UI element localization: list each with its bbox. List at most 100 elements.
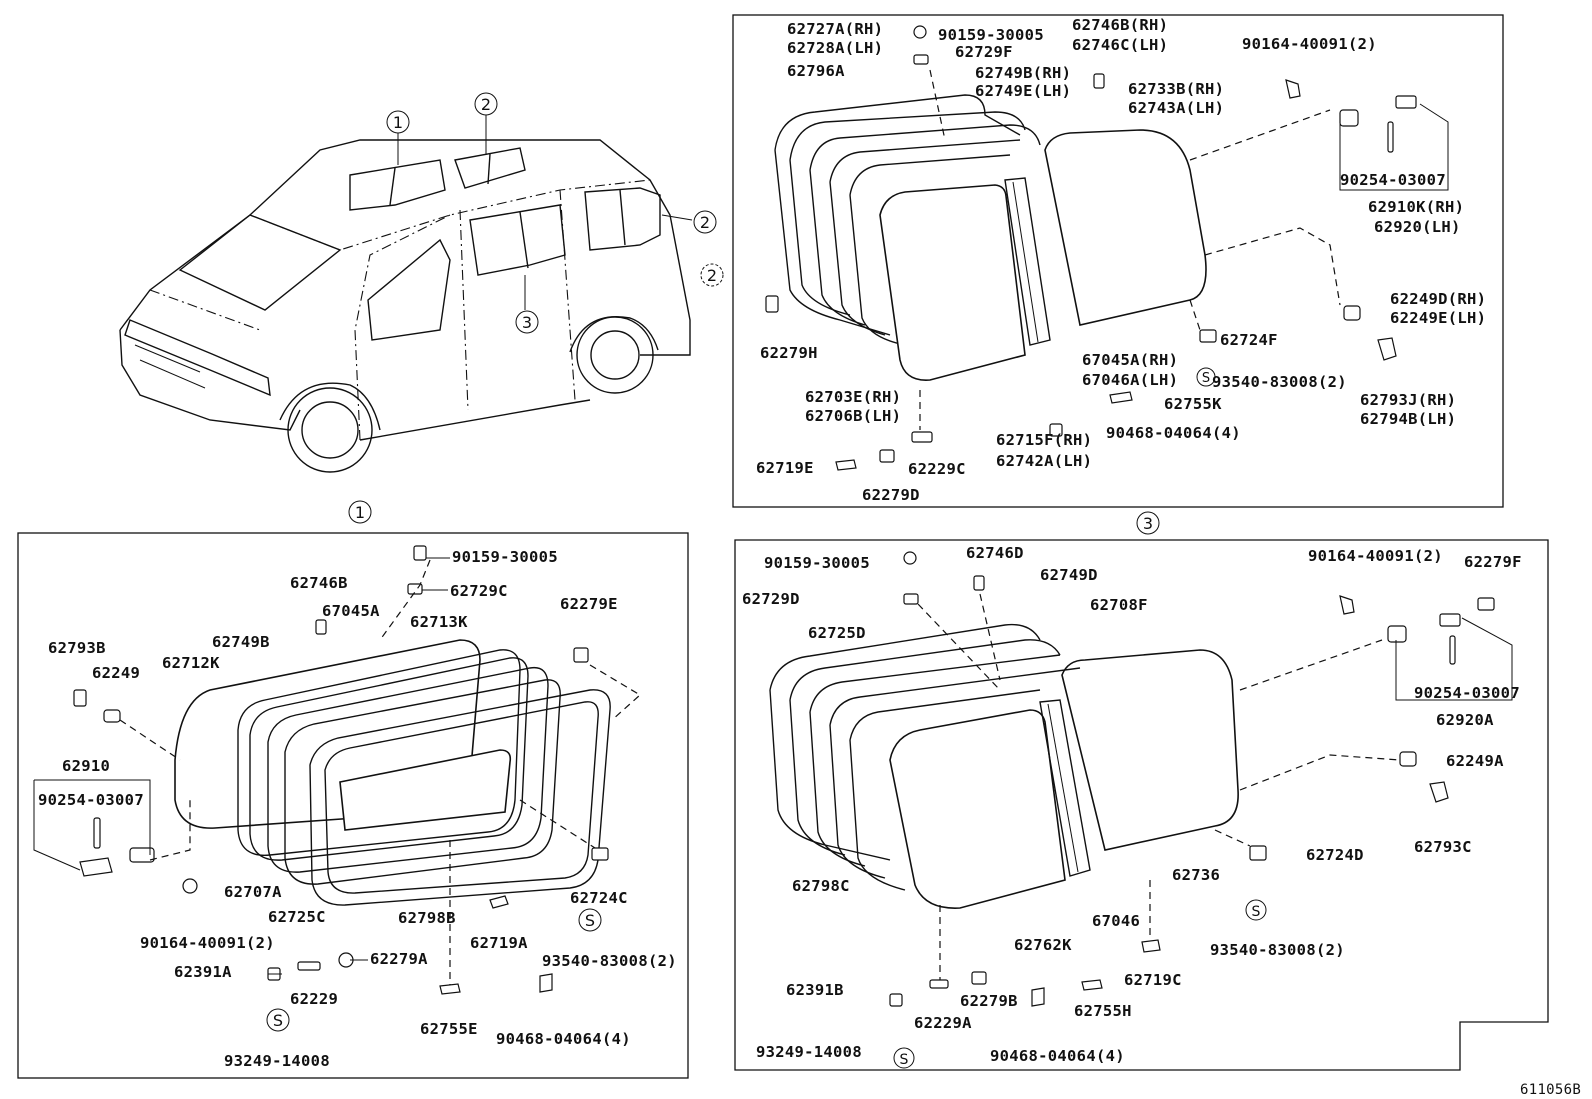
part-number-label: 90468-04064(4) xyxy=(496,1030,631,1048)
svg-text:1: 1 xyxy=(393,113,403,132)
svg-text:S: S xyxy=(1202,371,1210,386)
part-number-label: 62746D xyxy=(966,544,1024,562)
part-number-label: 62229 xyxy=(290,990,338,1008)
part-number-label: 62715F(RH) xyxy=(996,431,1092,449)
part-number-label: 62249A xyxy=(1446,752,1504,770)
part-number-label: 93249-14008 xyxy=(224,1052,330,1070)
part-number-label: 62727A(RH) xyxy=(787,20,883,38)
part-number-label: 62719C xyxy=(1124,971,1182,989)
figure-code: 611056B xyxy=(1520,1082,1581,1098)
part-number-label: 62742A(LH) xyxy=(996,452,1092,470)
part-number-label: 62793B xyxy=(48,639,106,657)
callout-2-marker: 2 xyxy=(700,263,724,287)
part-number-label: 62736 xyxy=(1172,866,1220,884)
callout-2-marker: 2 xyxy=(474,92,498,116)
svg-text:S: S xyxy=(900,1052,909,1068)
part-number-label: 62755E xyxy=(420,1020,478,1038)
part-number-label: 62762K xyxy=(1014,936,1072,954)
part-number-label: 67045A xyxy=(322,602,380,620)
part-number-label: 62708F xyxy=(1090,596,1148,614)
part-number-label: 62391B xyxy=(786,981,844,999)
part-number-label: 62755H xyxy=(1074,1002,1132,1020)
part-number-label: 62703E(RH) xyxy=(805,388,901,406)
part-number-label: 62729C xyxy=(450,582,508,600)
part-number-label: 62746B xyxy=(290,574,348,592)
svg-text:S: S xyxy=(1252,904,1261,920)
part-number-label: 90159-30005 xyxy=(764,554,870,572)
part-number-label: 62707A xyxy=(224,883,282,901)
part-number-label: 62729F xyxy=(955,43,1013,61)
part-number-label: 62279A xyxy=(370,950,428,968)
part-number-label: 62229A xyxy=(914,1014,972,1032)
part-number-label: 62749B xyxy=(212,633,270,651)
part-number-label: 62749D xyxy=(1040,566,1098,584)
part-number-label: 62391A xyxy=(174,963,232,981)
part-number-label: 90254-03007 xyxy=(38,791,144,809)
part-number-label: 62729D xyxy=(742,590,800,608)
svg-text:2: 2 xyxy=(481,95,491,114)
part-number-label: 62719A xyxy=(470,934,528,952)
part-number-label: 62712K xyxy=(162,654,220,672)
part-number-label: 62725D xyxy=(808,624,866,642)
part-number-label: 62706B(LH) xyxy=(805,407,901,425)
part-number-label: 93540-83008(2) xyxy=(1212,373,1347,391)
part-number-label: 90159-30005 xyxy=(938,26,1044,44)
svg-text:2: 2 xyxy=(700,213,710,232)
part-number-label: 90254-03007 xyxy=(1414,684,1520,702)
panel1-part-labels: 90159-30005 62746B 62729C 67045A 62713K 62279… xyxy=(38,548,677,1070)
part-number-label: 62279D xyxy=(862,486,920,504)
panel1-roof-window-assembly: S S xyxy=(17,532,689,1079)
part-number-label: 62746C(LH) xyxy=(1072,36,1168,54)
part-number-label: 90159-30005 xyxy=(452,548,558,566)
part-number-label: 62713K xyxy=(410,613,468,631)
part-number-label: 90468-04064(4) xyxy=(990,1047,1125,1065)
part-number-label: 62794B(LH) xyxy=(1360,410,1456,428)
part-number-label: 90468-04064(4) xyxy=(1106,424,1241,442)
callout-2-marker: 2 xyxy=(693,210,717,234)
part-number-label: 90164-40091(2) xyxy=(1242,35,1377,53)
part-number-label: 62746B(RH) xyxy=(1072,16,1168,34)
part-number-label: 62724F xyxy=(1220,331,1278,349)
svg-text:S: S xyxy=(585,911,595,930)
part-number-label: 67045A(RH) xyxy=(1082,351,1178,369)
part-number-label: 62725C xyxy=(268,908,326,926)
part-number-label: 62249E(LH) xyxy=(1390,309,1486,327)
panel1-heading: 1 xyxy=(348,500,372,524)
part-number-label: 62749E(LH) xyxy=(975,82,1071,100)
part-number-label: 62724C xyxy=(570,889,628,907)
part-number-label: 90254-03007 xyxy=(1340,171,1446,189)
part-number-label: 62733B(RH) xyxy=(1128,80,1224,98)
callout-1-marker: 1 xyxy=(386,110,410,134)
callout-3-marker: 3 xyxy=(515,310,539,334)
part-number-label: 62279B xyxy=(960,992,1018,1010)
part-number-label: 62249 xyxy=(92,664,140,682)
part-number-label: 62728A(LH) xyxy=(787,39,883,57)
part-number-label: 62910K(RH) xyxy=(1368,198,1464,216)
part-number-label: 62743A(LH) xyxy=(1128,99,1224,117)
part-number-label: 62279F xyxy=(1464,553,1522,571)
part-number-label: 62798B xyxy=(398,909,456,927)
part-number-label: 62749B(RH) xyxy=(975,64,1071,82)
part-number-label: 62910 xyxy=(62,757,110,775)
part-number-label: 62796A xyxy=(787,62,845,80)
part-number-label: 62719E xyxy=(756,459,814,477)
part-number-label: 62279H xyxy=(760,344,818,362)
part-number-label: 62920A xyxy=(1436,711,1494,729)
part-number-label: 62724D xyxy=(1306,846,1364,864)
part-number-label: 62755K xyxy=(1164,395,1222,413)
panel3-side-window-assembly: S S xyxy=(734,539,1549,1071)
part-number-label: 62249D(RH) xyxy=(1390,290,1486,308)
part-number-label: 62793C xyxy=(1414,838,1472,856)
part-number-label: 93249-14008 xyxy=(756,1043,862,1061)
part-number-label: 67046 xyxy=(1092,912,1140,930)
panel2-side-window-assembly: S xyxy=(732,14,1504,508)
svg-text:3: 3 xyxy=(522,313,532,332)
svg-text:S: S xyxy=(273,1011,283,1030)
part-number-label: 93540-83008(2) xyxy=(542,952,677,970)
svg-text:3: 3 xyxy=(1143,514,1153,533)
part-number-label: 90164-40091(2) xyxy=(140,934,275,952)
svg-text:2: 2 xyxy=(707,266,717,285)
